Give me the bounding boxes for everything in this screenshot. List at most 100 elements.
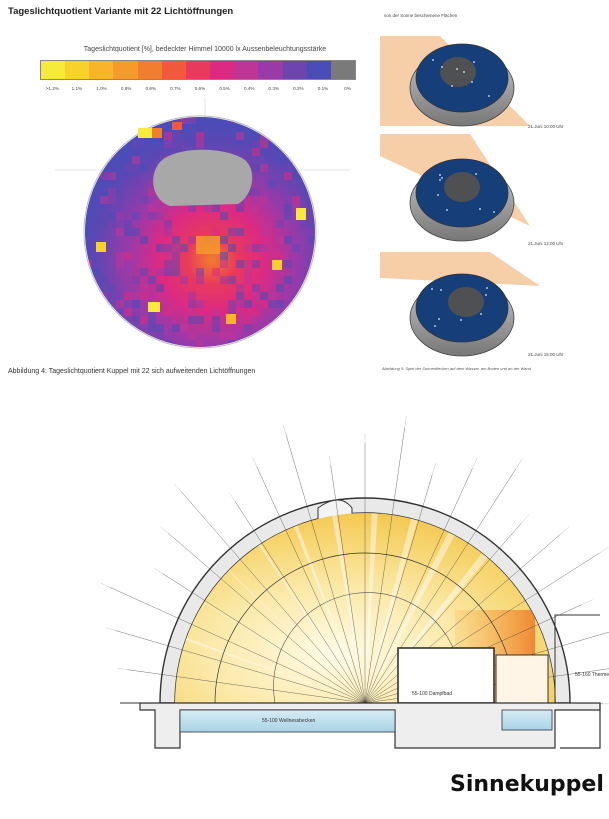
ray-label-box [220,481,237,503]
heatmap-cell [300,316,308,324]
heatmap-cell [244,260,252,268]
pool-water [179,709,396,733]
skylight-opening [153,149,253,206]
heatmap-cell [276,220,284,228]
heatmap-cell [276,236,284,244]
light-fleck [432,59,434,61]
heatmap-cell [228,308,236,316]
heatmap-cell [228,244,236,252]
heatmap-cell [252,284,260,292]
heatmap-cell [284,124,292,132]
sight-ray [174,484,366,704]
legend-swatch [306,61,331,79]
heatmap-cell [188,316,196,324]
heatmap-cell [148,276,156,284]
heatmap-cell [156,268,164,276]
heatmap-cell [116,300,124,308]
legend-swatch [137,61,162,79]
sight-ray [282,424,366,704]
heatmap-cell [116,332,124,340]
heatmap-cell [244,156,252,164]
light-fleck [485,294,487,296]
sun-wedge [380,252,540,286]
heatmap-cell [196,268,204,276]
ray-label-box [164,473,183,494]
heatmap-cell [116,252,124,260]
heatmap-cell [276,252,284,260]
heatmap-cell [108,196,116,204]
sun-study-renders [380,36,540,357]
heatmap-cell [196,140,204,148]
heatmap-cell [260,268,268,276]
heatmap-cell [260,340,268,347]
heatmap-cell [132,140,140,148]
sight-ray [160,526,366,704]
heatmap-cell [124,180,132,188]
heatmap-cell [260,164,268,172]
heatmap-cell [172,252,180,260]
legend-tick: >1.2% [45,86,59,91]
heatmap-cell [212,228,220,236]
heatmap-cell [140,236,148,244]
heatmap-cell [132,156,140,164]
heatmap-cell [236,300,244,308]
sight-ray [229,492,366,704]
ray-label-box [324,443,333,466]
light-fleck [440,289,442,291]
heatmap-cell [164,316,172,324]
heatmap-cell [100,196,108,204]
heatmap-cell [140,316,148,324]
heatmap-cell [308,117,315,124]
dome-render-opening [448,287,484,317]
dome-section-drawing: 55-100 Dampfbad 55-160 Thermen 55-100 We… [88,405,609,749]
heatmap-cell [228,228,236,236]
heatmap-cell [164,140,172,148]
heatmap-cell [108,148,116,156]
heatmap-cell [236,292,244,300]
heatmap-cell [156,324,164,332]
heatmap-cell [164,260,172,268]
heatmap-cell [284,172,292,180]
heatmap-cell [196,132,204,140]
heatmap-cell [188,236,196,244]
heatmap-cell [116,212,124,220]
sight-ray [364,415,407,704]
heatmap-cell [172,324,180,332]
legend-title: Tageslichtquotient [%], bedeckter Himmel… [83,46,327,53]
heatmap-cell [180,117,188,124]
heatmap-cell [236,132,244,140]
heatmap-cell [308,132,315,140]
heatmap-cell [85,300,92,308]
heatmap-cell [172,268,180,276]
heatmap-cell [284,140,292,148]
heatmap-cell [244,268,252,276]
heatmap-cell [292,132,300,140]
heatmap-cell [188,308,196,316]
heatmap-cell [108,188,116,196]
heatmap-cell [164,220,172,228]
heatmap-cell [164,244,172,252]
heatmap-cell [252,188,260,196]
heatmap-cell [172,236,180,244]
light-fleck [456,68,458,70]
light-fleck [441,66,443,68]
heatmap-cell [244,276,252,284]
heatmap-cell [188,117,196,124]
sight-ray [364,514,530,704]
legend-tick: 0% [344,86,351,91]
heatmap-cell [284,276,292,284]
adjacent-building [554,614,600,703]
time-label-3: 21.Juni 15:00 Uhr [528,352,564,357]
heatmap-cell [276,284,284,292]
heatmap-cell [196,340,204,347]
heatmap-cell [196,300,204,308]
legend-swatch [89,61,114,79]
heatmap-cell [300,164,308,172]
heatmap-cell [140,292,148,300]
heatmap-cell [188,292,196,300]
ray-label-box [88,576,111,591]
legend-tick: 0.7% [170,86,181,91]
heatmap-cell [164,268,172,276]
heatmap-cell [236,204,244,212]
legend-tick: 0.5% [219,86,230,91]
